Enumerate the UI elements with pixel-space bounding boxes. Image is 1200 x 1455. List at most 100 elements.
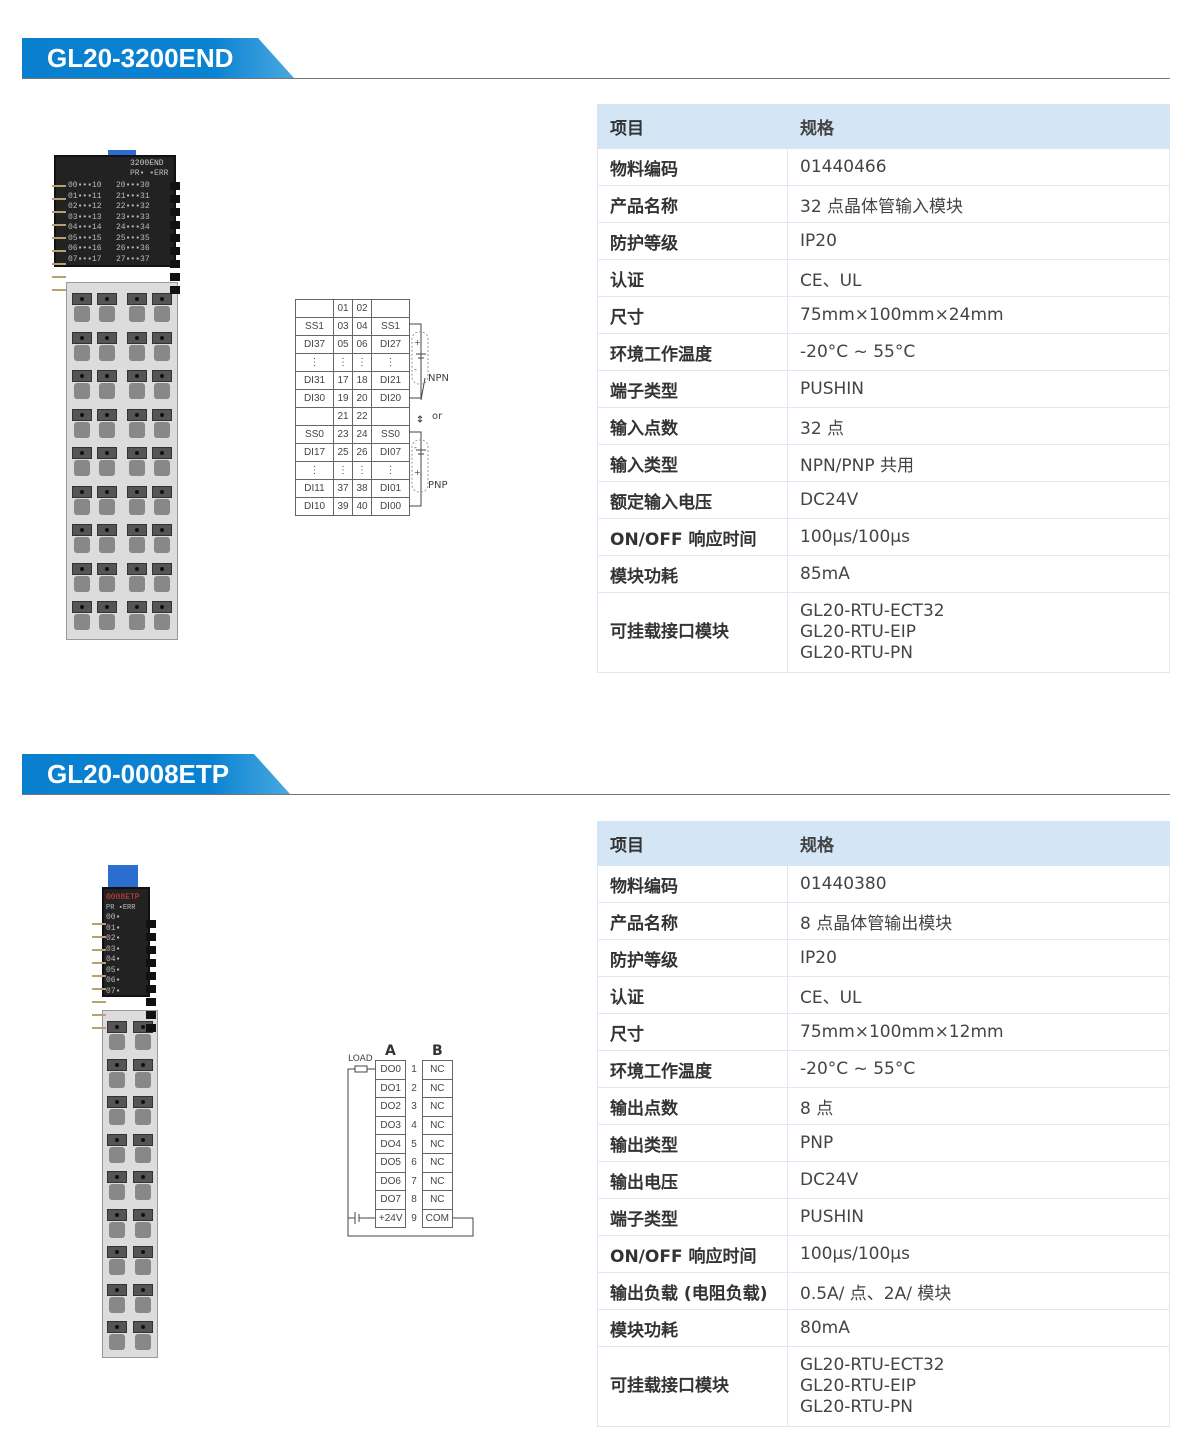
wiring-cell: DI00 <box>371 497 410 516</box>
spec-label: 产品名称 <box>597 902 788 940</box>
column-a-label: A <box>385 1043 396 1059</box>
led-list: 00▪ 01▪ 02▪ 03▪ 04▪ 05▪ 06▪ 07▪ <box>106 913 121 996</box>
wiring-cell: DI30 <box>295 389 334 408</box>
spec-value: 100μs/100μs <box>787 518 1170 556</box>
terminal-pushin <box>72 601 92 631</box>
contact-pin <box>52 250 66 252</box>
spec-value: 01440380 <box>787 865 1170 903</box>
wiring-cell: 17 <box>333 371 353 390</box>
wiring-cell: 2 <box>411 1082 417 1094</box>
spec-label: 产品名称 <box>597 185 788 223</box>
wiring-cell: ⋮ <box>333 461 353 480</box>
wiring-cell: DI31 <box>295 371 334 390</box>
module-image-3200end: 3200END PR▪ ▪ERR 00▪•▪10 20▪•▪30 01▪•▪11… <box>52 150 182 645</box>
minus-sign: - <box>414 443 417 452</box>
bus-clip <box>146 998 156 1006</box>
wiring-cell: 40 <box>352 497 372 516</box>
terminal-pushin <box>152 562 172 593</box>
contact-pin <box>52 185 66 187</box>
wiring-cell: 19 <box>333 389 353 408</box>
compatible-module: GL20-RTU-EIP <box>800 1376 916 1396</box>
compatible-module: GL20-RTU-EIP <box>800 622 916 642</box>
spec-value: 85mA <box>787 555 1170 593</box>
load-label: LOAD <box>348 1054 373 1064</box>
bus-clip <box>146 959 156 967</box>
wiring-cell: 05 <box>333 335 353 354</box>
terminal-pushin <box>152 293 172 323</box>
module-latch <box>108 865 138 891</box>
wiring-cell: DI17 <box>295 443 334 462</box>
spec-label: 尺寸 <box>597 1013 788 1051</box>
terminal-pushin <box>133 1133 153 1164</box>
wiring-cell: 22 <box>352 407 372 426</box>
terminal-pushin <box>127 447 147 477</box>
wiring-cell: 20 <box>352 389 372 408</box>
terminal-pushin <box>97 524 117 554</box>
terminal-pushin <box>107 1133 127 1164</box>
wiring-cell: 24 <box>352 425 372 444</box>
terminal-pushin <box>127 524 147 554</box>
terminal-pushin <box>152 331 172 362</box>
spec-label: 额定输入电压 <box>597 481 788 519</box>
contact-pin <box>92 949 106 951</box>
terminal-pushin <box>152 447 172 477</box>
terminal-pushin <box>107 1208 127 1239</box>
contact-pin <box>92 1001 106 1003</box>
terminal-pushin <box>72 447 92 477</box>
contact-pin <box>52 276 66 278</box>
spec-value: PUSHIN <box>787 1198 1170 1236</box>
contact-pin <box>52 237 66 239</box>
terminal-pushin <box>107 1058 127 1089</box>
spec-label: 物料编码 <box>597 148 788 186</box>
spec-label: 尺寸 <box>597 296 788 334</box>
spec-label: ON/OFF 响应时间 <box>597 518 788 556</box>
terminal-pushin <box>152 601 172 631</box>
terminal-pushin <box>97 562 117 593</box>
terminal-pushin <box>97 447 117 477</box>
terminal-pushin <box>133 1283 153 1314</box>
wiring-cell: 8 <box>411 1194 417 1206</box>
led-panel: 0008ETP PR ▪ERR 00▪ 01▪ 02▪ 03▪ 04▪ 05▪ … <box>102 887 150 997</box>
terminal-pushin <box>107 1283 127 1314</box>
spec-label: 输出点数 <box>597 1087 788 1125</box>
bus-clip <box>170 208 180 216</box>
wiring-cell: DI01 <box>371 479 410 498</box>
spec-value: 75mm×100mm×24mm <box>787 296 1170 334</box>
bus-clip <box>170 247 180 255</box>
spec-value: 01440466 <box>787 148 1170 186</box>
wiring-cell: 26 <box>352 443 372 462</box>
terminal-pushin <box>97 293 117 323</box>
spec-value: 32 点晶体管输入模块 <box>787 185 1170 223</box>
module-image-0008etp: 0008ETP PR ▪ERR 00▪ 01▪ 02▪ 03▪ 04▪ 05▪ … <box>92 865 162 1360</box>
spec-value: CE、UL <box>787 976 1170 1014</box>
or-label: or <box>432 411 443 422</box>
spec-label: 输出类型 <box>597 1124 788 1162</box>
wiring-cell: 6 <box>411 1157 417 1169</box>
wiring-cell: SS1 <box>295 317 334 336</box>
wiring-cell: SS0 <box>371 425 410 444</box>
spec-label: 防护等级 <box>597 939 788 977</box>
led-status: PR ▪ERR <box>106 904 136 912</box>
wiring-cell: ⋮ <box>352 461 372 480</box>
spec-label: 环境工作温度 <box>597 1050 788 1088</box>
contact-pin <box>52 263 66 265</box>
terminal-pushin <box>133 1096 153 1126</box>
terminal-pushin <box>72 293 92 323</box>
terminal-pushin <box>72 370 92 400</box>
wiring-cell: 04 <box>352 317 372 336</box>
contact-pin <box>92 962 106 964</box>
terminal-pushin <box>127 370 147 400</box>
terminal-pushin <box>152 485 172 516</box>
